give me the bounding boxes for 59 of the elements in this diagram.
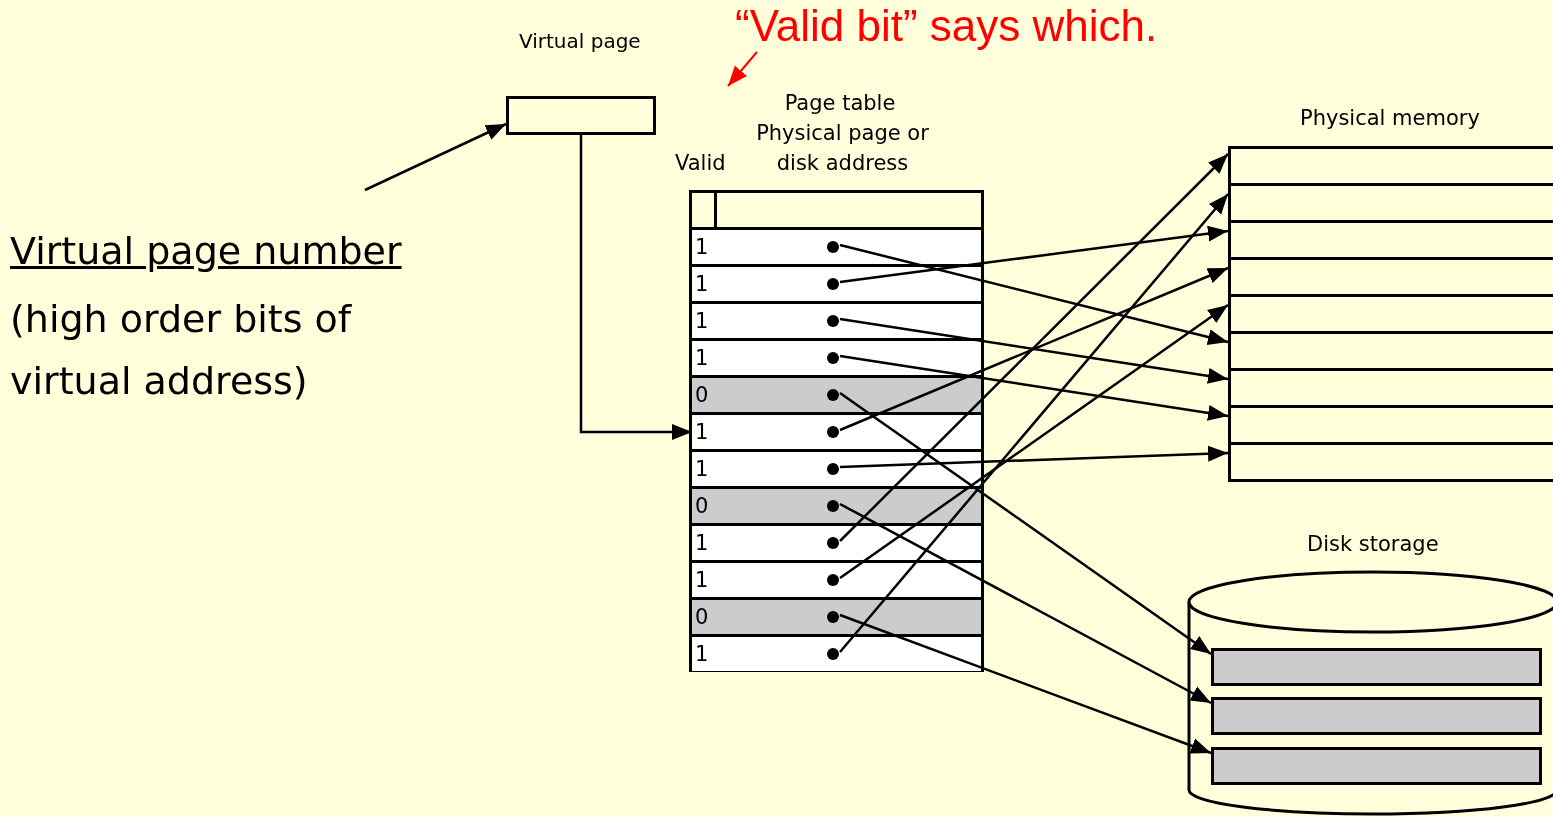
- column-header: Physical page or disk address: [755, 120, 930, 177]
- memory-page: [1228, 223, 1553, 260]
- table-row: [692, 560, 840, 597]
- table-row: [692, 338, 840, 375]
- arrow: [839, 153, 1229, 542]
- memory-page: [1228, 334, 1553, 371]
- memory-page: [1228, 146, 1553, 186]
- memory-page: [1228, 297, 1553, 334]
- arrow: [839, 445, 1229, 469]
- valid-bit: 0: [695, 493, 709, 519]
- valid-bit: 1: [695, 271, 709, 297]
- arrow: [839, 243, 1229, 345]
- table-row: [692, 523, 840, 560]
- valid-bit: 1: [695, 345, 709, 371]
- memory-page: [1228, 260, 1553, 297]
- table-row: [692, 486, 840, 523]
- valid-bit: 0: [695, 604, 709, 630]
- table-title: Page table: [783, 90, 897, 117]
- vpn-heading: Virtual page number: [10, 228, 402, 274]
- callout-text: “Valid bit” says which.: [735, 0, 1158, 52]
- table-row: [692, 301, 840, 338]
- arrow: [579, 135, 692, 440]
- arrow: [839, 303, 1229, 580]
- box-heading: Virtual page: [519, 29, 641, 53]
- vpn-description: (high order bits of virtual address): [10, 296, 353, 405]
- memory-heading: Physical memory: [1300, 105, 1480, 132]
- arrow: [839, 225, 1229, 284]
- memory-page: [1228, 371, 1553, 408]
- valid-bit: 1: [695, 234, 709, 260]
- arrow: [839, 613, 1212, 755]
- arrow: [839, 266, 1229, 432]
- arrow: [839, 502, 1212, 705]
- arrow: [839, 391, 1212, 656]
- valid-bit: 1: [695, 641, 709, 667]
- valid-bit: 0: [695, 382, 709, 408]
- table-row: [692, 597, 840, 634]
- disk-block: [1211, 697, 1542, 735]
- memory-page: [1228, 408, 1553, 445]
- column-header: Valid: [675, 150, 726, 177]
- disk-heading: Disk storage: [1307, 531, 1439, 558]
- table-row: [692, 634, 840, 671]
- disk-block: [1211, 648, 1542, 686]
- valid-bit: 1: [695, 308, 709, 334]
- valid-bit: 1: [695, 419, 709, 445]
- arrow: [839, 193, 1229, 653]
- arrow: [727, 51, 758, 87]
- valid-bit: 1: [695, 567, 709, 593]
- table-row: [692, 412, 840, 449]
- memory-page: [1228, 445, 1553, 482]
- valid-bit: 1: [695, 456, 709, 482]
- arrow: [364, 122, 507, 192]
- table-row: [692, 449, 840, 486]
- memory-page: [1228, 186, 1553, 223]
- table-row: [692, 375, 840, 412]
- disk-block: [1211, 747, 1542, 785]
- valid-bit: 1: [695, 530, 709, 556]
- table-row: [692, 264, 840, 301]
- arrow: [839, 317, 1229, 384]
- table-row: [692, 227, 840, 264]
